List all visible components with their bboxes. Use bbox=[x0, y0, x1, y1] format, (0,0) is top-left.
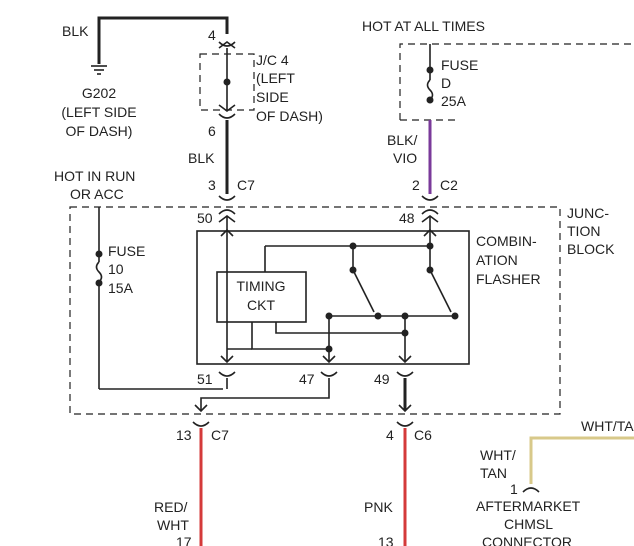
flasher-label-1: COMBIN- bbox=[476, 233, 537, 249]
chmsl-connector-symbol bbox=[522, 487, 540, 493]
junction-block: JUNC- TION BLOCK HOT IN RUN OR ACC FUSE … bbox=[54, 168, 615, 415]
chmsl-label-2: CHMSL bbox=[504, 516, 553, 532]
fuse-d-group: HOT AT ALL TIMES FUSE D 25A BLK/ VIO 2 C… bbox=[362, 18, 634, 201]
ground-location-1: (LEFT SIDE bbox=[61, 104, 136, 120]
hot-in-run-label-2: OR ACC bbox=[70, 186, 124, 202]
bottom-c7: 13 C7 RED/ WHT 17 bbox=[154, 421, 229, 546]
timing-label-2: CKT bbox=[247, 297, 275, 313]
timing-ckt-box bbox=[216, 271, 307, 323]
fuse-d-label-1: FUSE bbox=[441, 57, 478, 73]
wht-tan-wire bbox=[529, 436, 634, 484]
combination-flasher: COMBIN- ATION FLASHER TIMING CKT bbox=[196, 216, 541, 365]
ground-location-2: OF DASH) bbox=[66, 123, 133, 139]
flasher-outline bbox=[196, 230, 470, 365]
flasher-label-2: ATION bbox=[476, 252, 518, 268]
junction-block-label-2: TION bbox=[567, 223, 600, 239]
chmsl-pin: 1 bbox=[510, 481, 518, 497]
hot-at-all-times-label: HOT AT ALL TIMES bbox=[362, 18, 485, 34]
fuse-10-label-1: FUSE bbox=[108, 243, 145, 259]
c2-wire-color-2: VIO bbox=[393, 150, 417, 166]
c7-bottom-pin: 13 bbox=[176, 427, 192, 443]
c7-pin-low: 17 bbox=[176, 534, 192, 546]
junction-bottom-pins: 51 47 49 bbox=[194, 371, 414, 413]
c6-connector: C6 bbox=[414, 427, 432, 443]
fuse-10-symbol bbox=[95, 261, 103, 283]
c6-pin-low: 13 bbox=[378, 534, 394, 546]
chmsl-wire-color-2: TAN bbox=[480, 465, 507, 481]
chmsl-label-3: CONNECTOR bbox=[482, 534, 572, 546]
blk-wire-ground bbox=[97, 16, 229, 64]
pin-47: 47 bbox=[299, 371, 315, 387]
jc-pin-top: 4 bbox=[208, 27, 216, 43]
jc-label-3: SIDE bbox=[256, 89, 289, 105]
fuse-10-label-3: 15A bbox=[108, 280, 134, 296]
chmsl-label-1: AFTERMARKET bbox=[476, 498, 581, 514]
fuse-10-label-2: 10 bbox=[108, 261, 124, 277]
c2-wire-color-1: BLK/ bbox=[387, 132, 417, 148]
ground-g202-group: BLK G202 (LEFT SIDE OF DASH) bbox=[61, 16, 229, 139]
chmsl-top-wire: WHT/TA bbox=[581, 418, 634, 434]
fuse-d-box bbox=[399, 43, 634, 120]
jc-label-4: OF DASH) bbox=[256, 108, 323, 124]
chmsl-wire-color-1: WHT/ bbox=[480, 447, 516, 463]
c6-wire-color: PNK bbox=[364, 499, 393, 515]
ground-name: G202 bbox=[82, 85, 116, 101]
jc-label-2: (LEFT bbox=[256, 70, 295, 86]
relay-switch-2 bbox=[429, 269, 452, 313]
pin-49: 49 bbox=[374, 371, 390, 387]
fuse-d-label-2: D bbox=[441, 75, 451, 91]
fuse-d-label-3: 25A bbox=[441, 93, 467, 109]
jc-label-1: J/C 4 bbox=[256, 52, 289, 68]
c7-wire-color-1: RED/ bbox=[154, 499, 188, 515]
fuse-d-symbol bbox=[426, 79, 434, 101]
bottom-c6: 4 C6 PNK 13 bbox=[364, 421, 432, 546]
ground-wire-color: BLK bbox=[62, 23, 89, 39]
c7-top-pin: 3 bbox=[208, 177, 216, 193]
c7-bottom-connector: C7 bbox=[211, 427, 229, 443]
c2-pin: 2 bbox=[412, 177, 420, 193]
junction-block-label-1: JUNC- bbox=[567, 205, 609, 221]
pin-48: 48 bbox=[399, 210, 415, 226]
jc-wire-color: BLK bbox=[188, 150, 215, 166]
jc-pin-bottom: 6 bbox=[208, 123, 216, 139]
pin-51: 51 bbox=[197, 371, 213, 387]
jc4-group: 4 J/C 4 (LEFT SIDE OF DASH) 6 BLK 3 C7 bbox=[188, 27, 323, 201]
hot-in-run-label-1: HOT IN RUN bbox=[54, 168, 135, 184]
junction-block-label-3: BLOCK bbox=[567, 241, 615, 257]
flasher-label-3: FLASHER bbox=[476, 271, 541, 287]
c7-top-connector: C7 bbox=[237, 177, 255, 193]
pin-50: 50 bbox=[197, 210, 213, 226]
c2-connector: C2 bbox=[440, 177, 458, 193]
timing-label-1: TIMING bbox=[237, 278, 286, 294]
junction-block-outline bbox=[69, 206, 561, 415]
c6-pin: 4 bbox=[386, 427, 394, 443]
relay-switch-1 bbox=[352, 269, 375, 313]
chmsl-connector-group: WHT/TA WHT/ TAN 1 AFTERMARKET CHMSL CONN… bbox=[476, 418, 634, 546]
c7-wire-color-2: WHT bbox=[157, 517, 189, 533]
